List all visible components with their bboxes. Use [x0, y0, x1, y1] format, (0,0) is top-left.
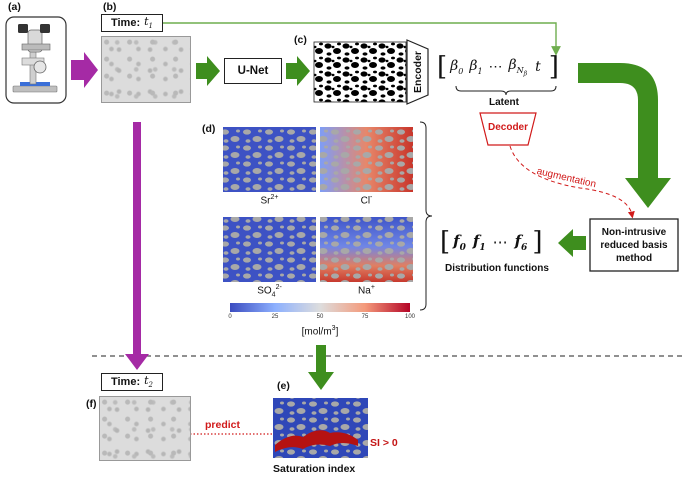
dist-dots: ⋯ — [492, 233, 508, 251]
time-t1-var: t1 — [144, 15, 154, 31]
saturation-index-caption: Saturation index — [273, 463, 356, 475]
latent-t: t — [535, 59, 541, 75]
time-t2-var: t2 — [144, 374, 154, 390]
latent-brace — [455, 85, 557, 96]
colorbar-ticks: 0 25 50 75 100 — [223, 314, 417, 324]
latent-beta1: β1 — [469, 58, 483, 76]
time-t1-box: Time: t1 — [101, 14, 163, 32]
green-arrow-to-distribution — [558, 229, 586, 257]
panel-label-e: (e) — [277, 380, 290, 392]
microscopy-image-t1 — [101, 36, 191, 103]
rbm-box — [589, 218, 679, 272]
green-arrow-to-saturation — [308, 345, 334, 390]
time-t1-label: Time: — [110, 17, 141, 29]
rbm-label: Non-intrusive reduced basis method — [590, 219, 678, 271]
caption-so4: SO42- — [257, 284, 282, 299]
colorbar-unit: [mol/m3] — [301, 325, 339, 338]
rbm-line-3: method — [615, 252, 653, 264]
decoder-block — [479, 112, 537, 146]
time-link-arrow — [163, 22, 561, 56]
purple-arrow-to-future — [125, 122, 149, 370]
dist-f0: f0 — [453, 231, 466, 253]
map-so4 — [223, 217, 316, 282]
colorbar-tick: 100 — [404, 314, 415, 320]
panel-label-c: (c) — [294, 34, 307, 46]
colorbar — [230, 303, 410, 312]
time-t2-label: Time: — [110, 376, 141, 388]
panel-label-a: (a) — [8, 1, 21, 13]
unet-box: U-Net — [224, 58, 282, 84]
maps-brace — [419, 121, 433, 311]
segmented-image — [313, 41, 407, 103]
green-arrow-to-segmentation — [286, 56, 310, 86]
latent-label: Latent — [489, 97, 519, 108]
dist-f6: f6 — [514, 231, 528, 253]
map-cl — [320, 127, 413, 192]
encoder-block — [406, 39, 429, 105]
map-na — [320, 217, 413, 282]
augmentation-arrow — [509, 145, 635, 219]
green-arrow-to-unet — [196, 56, 220, 86]
panel-label-b: (b) — [103, 1, 117, 13]
si-label: SI > 0 — [370, 437, 398, 449]
latent-beta0: β0 — [450, 58, 464, 76]
purple-arrow-to-image — [71, 52, 98, 88]
dist-f1: f1 — [472, 231, 486, 253]
colorbar-tick: 75 — [361, 314, 369, 320]
colorbar-tick: 50 — [316, 314, 324, 320]
microscopy-image-t2 — [99, 396, 191, 461]
caption-cl: Cl- — [360, 194, 373, 207]
decoder-label: Decoder — [487, 121, 528, 133]
microscope-icon — [5, 16, 67, 104]
green-arrow-to-rbm — [578, 63, 671, 208]
map-sr — [223, 127, 316, 192]
distribution-vector: [ f0 f1 ⋯ f6 ] — [440, 227, 543, 257]
encoder-label: Encoder — [412, 50, 424, 93]
caption-sr: Sr2+ — [260, 194, 279, 207]
rbm-line-1: Non-intrusive — [601, 226, 667, 238]
saturation-map — [273, 398, 368, 458]
latent-dots: ⋯ — [488, 59, 503, 75]
colorbar-tick: 25 — [271, 314, 279, 320]
predict-label: predict — [205, 419, 241, 431]
panel-label-f: (f) — [86, 398, 97, 410]
latent-betaN: βNβ — [508, 56, 528, 78]
time-t2-box: Time: t2 — [101, 373, 163, 391]
colorbar-tick: 0 — [228, 314, 232, 320]
panel-label-d: (d) — [202, 123, 216, 135]
latent-vector: [ β0 β1 ⋯ βNβ t ] — [437, 52, 559, 82]
caption-na: Na+ — [358, 284, 375, 297]
rbm-line-2: reduced basis — [600, 239, 668, 251]
distribution-label: Distribution functions — [445, 263, 549, 274]
